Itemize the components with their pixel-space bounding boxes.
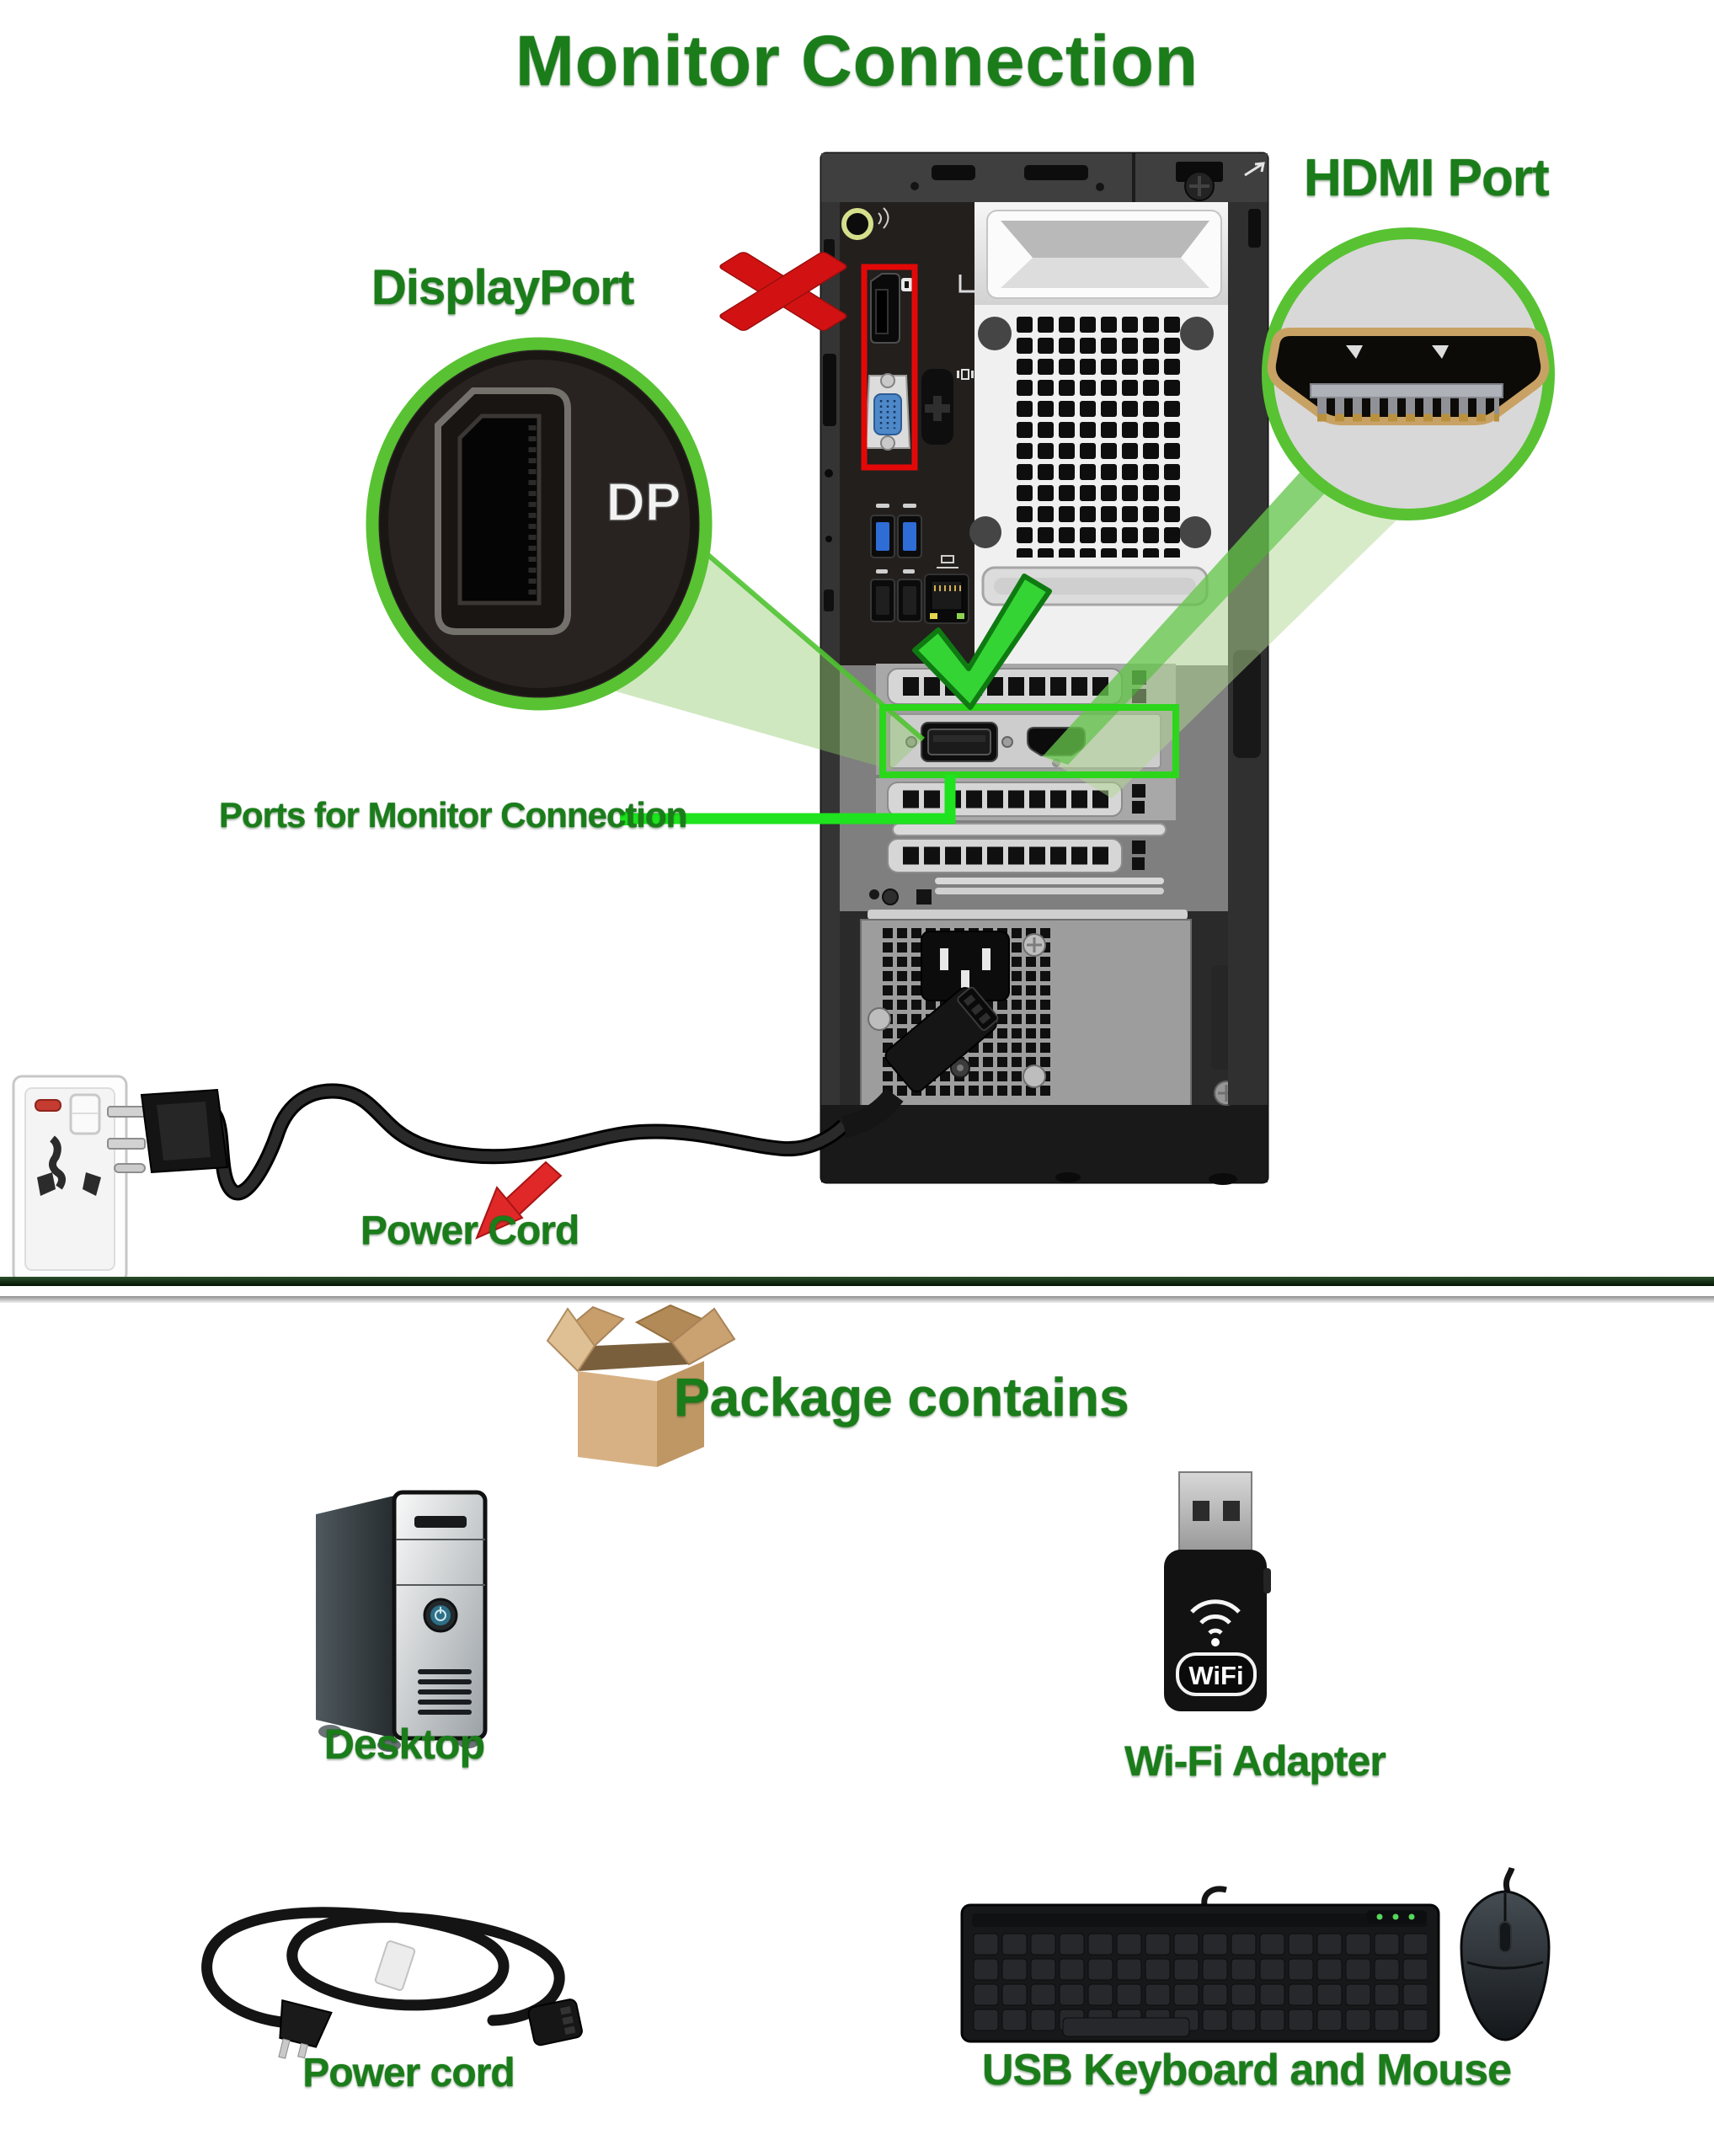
open-box-icon xyxy=(546,1304,736,1467)
power-cable xyxy=(183,1086,848,1198)
usb3-ports xyxy=(870,504,922,558)
network-icon xyxy=(937,555,958,568)
scroll-wheel xyxy=(1498,1921,1512,1953)
cord-label-tag xyxy=(374,1940,416,1991)
mouse-illustration xyxy=(1460,1866,1551,2041)
displayport-label: DisplayPort xyxy=(371,260,634,315)
red-highlight-box xyxy=(861,264,918,471)
desktop-illustration xyxy=(316,1490,488,1752)
cord-plug xyxy=(278,1999,333,2059)
check-mark-icon xyxy=(912,574,1052,710)
item-label-desktop: Desktop xyxy=(323,1721,485,1768)
vga-port xyxy=(864,373,911,451)
usb3-icon xyxy=(876,504,889,508)
spacebar xyxy=(1062,2017,1190,2037)
displayport-zoom-circle: DP xyxy=(366,337,713,711)
displayport-logo: DP xyxy=(606,472,681,532)
ethernet-port xyxy=(924,555,969,624)
power-cord-callout: Power Cord xyxy=(360,1209,579,1253)
usb2-ports xyxy=(870,569,922,622)
package-heading: Package contains xyxy=(674,1367,1129,1428)
keyboard-illustration xyxy=(960,1886,1440,2043)
ports-callout-label: Ports for Monitor Connection xyxy=(219,795,687,835)
section-divider xyxy=(0,1277,1714,1286)
gpu-displayport xyxy=(905,722,1013,762)
red-arrow-icon xyxy=(475,1161,563,1240)
fan-grille xyxy=(1015,315,1183,558)
item-label-keyboard-mouse: USB Keyboard and Mouse xyxy=(981,2046,1512,2095)
x-mark-icon xyxy=(719,252,847,331)
tower-cable-plug xyxy=(841,986,999,1138)
io-marking xyxy=(957,369,974,380)
power-plug xyxy=(107,1088,229,1174)
wall-socket xyxy=(12,1075,128,1283)
wifi-adapter-illustration: WiFi xyxy=(1164,1471,1271,1711)
usb2-icon xyxy=(876,569,888,574)
item-label-wifi: Wi-Fi Adapter xyxy=(1124,1737,1386,1785)
psu-inlet xyxy=(921,931,1010,1001)
displayport-port xyxy=(870,273,913,344)
green-highlight-box xyxy=(879,704,1179,778)
thumbscrew xyxy=(1184,171,1215,201)
psu-panel xyxy=(860,910,1240,1113)
section-divider-shadow xyxy=(0,1296,1714,1303)
usb2-icon xyxy=(903,569,915,574)
tower-rear-view xyxy=(820,152,1269,1185)
cord-connector xyxy=(527,1999,583,2047)
wifi-logo: WiFi xyxy=(1188,1661,1243,1690)
callout-line xyxy=(620,775,956,825)
hdmi-port-label: HDMI Port xyxy=(1304,149,1550,207)
wifi-signal-icon xyxy=(1190,1599,1241,1635)
audio-jack xyxy=(841,207,889,240)
power-cord-illustration xyxy=(201,1907,583,2059)
usb3-icon xyxy=(903,504,916,508)
hdmi-zoom-circle xyxy=(1262,227,1555,520)
item-label-powercord: Power cord xyxy=(302,2051,515,2095)
page-title: Monitor Connection xyxy=(515,21,1199,100)
socket-indicator xyxy=(35,1099,61,1112)
